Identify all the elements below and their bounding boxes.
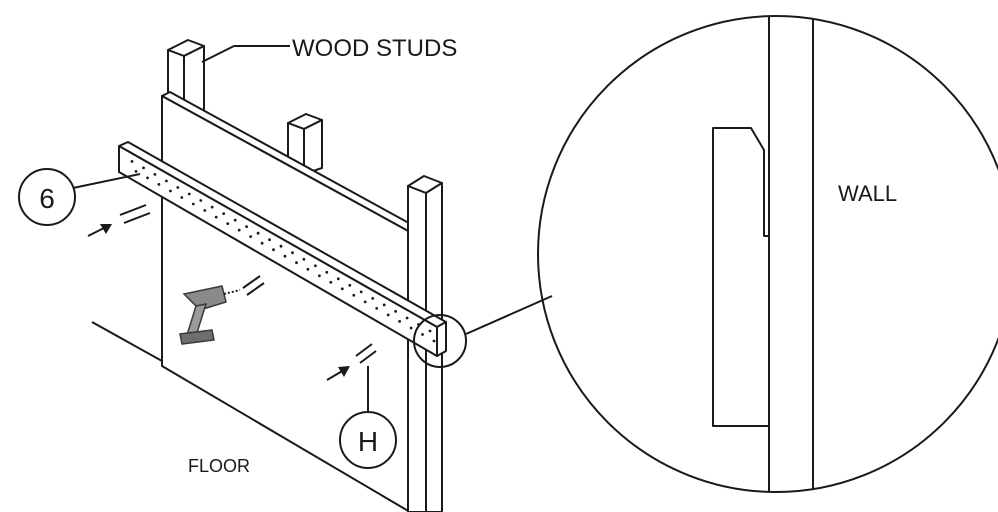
callout-h: H xyxy=(339,366,397,469)
detail-view: WALL xyxy=(537,15,998,493)
wood-stud-middle xyxy=(287,113,323,175)
bar-hole xyxy=(283,254,287,258)
drill-icon xyxy=(179,285,241,345)
arrow-icon xyxy=(87,224,112,237)
bar-hole xyxy=(134,170,138,173)
detail-leader xyxy=(465,295,553,335)
bar-hole xyxy=(199,199,203,202)
arrow-icon xyxy=(326,366,350,381)
bar-hole xyxy=(295,261,298,265)
bar-hole xyxy=(348,283,352,287)
bar-hole xyxy=(398,320,401,323)
bar-holes xyxy=(130,160,436,343)
bar-hole xyxy=(409,326,413,330)
bar-hole xyxy=(203,209,207,212)
bar-hole xyxy=(302,257,306,261)
bar-hole xyxy=(176,186,180,189)
bar-hole xyxy=(291,251,294,255)
bar-hole xyxy=(245,225,249,229)
bar-hole xyxy=(371,297,375,300)
detail-indicator-circle xyxy=(413,314,467,368)
bar-hole xyxy=(165,179,168,183)
bar-hole xyxy=(325,270,329,274)
callout-6-label: 6 xyxy=(39,183,55,214)
bar-hole xyxy=(352,293,356,297)
bar-hole xyxy=(336,277,340,281)
bar-hole xyxy=(146,176,149,180)
bar-hole xyxy=(405,316,409,320)
bar-hole xyxy=(180,196,184,199)
mounting-bar xyxy=(118,141,447,357)
bar-hole xyxy=(191,202,195,206)
floor-label: FLOOR xyxy=(188,456,250,476)
bar-hole xyxy=(386,313,390,317)
screw-icon xyxy=(119,204,151,224)
bar-hole xyxy=(394,310,397,313)
bar-hole xyxy=(157,183,161,186)
bar-hole xyxy=(256,231,260,235)
bar-hole xyxy=(329,280,333,284)
bar-hole xyxy=(279,244,283,248)
bar-hole xyxy=(314,264,317,268)
bar-hole xyxy=(272,248,275,252)
bar-hole xyxy=(268,238,271,242)
wood-studs-leader xyxy=(201,45,235,63)
bar-hole xyxy=(340,287,344,291)
screw-icon xyxy=(355,343,377,364)
bar-hole xyxy=(210,205,214,209)
bar-hole xyxy=(382,303,386,307)
bar-hole xyxy=(130,160,134,163)
bar-hole xyxy=(226,222,230,226)
bar-hole xyxy=(237,228,241,232)
bar-hole xyxy=(249,235,253,239)
callout-6: 6 xyxy=(18,168,141,226)
bar-hole xyxy=(153,173,157,176)
callout-h-label: H xyxy=(358,426,378,457)
detail-bracket-profile xyxy=(712,127,769,427)
bar-hole xyxy=(169,189,172,193)
bar-hole xyxy=(363,300,367,304)
bar-hole xyxy=(432,339,436,343)
wall-label: WALL xyxy=(838,181,897,206)
bar-hole xyxy=(233,218,237,222)
bar-hole xyxy=(142,166,145,170)
bar-hole xyxy=(187,192,191,196)
bar-hole xyxy=(375,307,379,310)
wood-studs-label: WOOD STUDS xyxy=(292,35,457,62)
bar-hole xyxy=(260,241,264,245)
bar-hole xyxy=(306,267,310,271)
bar-hole xyxy=(214,215,218,219)
screw-icon xyxy=(242,275,265,296)
bar-hole xyxy=(421,333,424,336)
bar-hole xyxy=(222,212,226,216)
bar-hole xyxy=(359,290,363,294)
bar-hole xyxy=(318,274,321,278)
bar-hole xyxy=(428,329,432,333)
